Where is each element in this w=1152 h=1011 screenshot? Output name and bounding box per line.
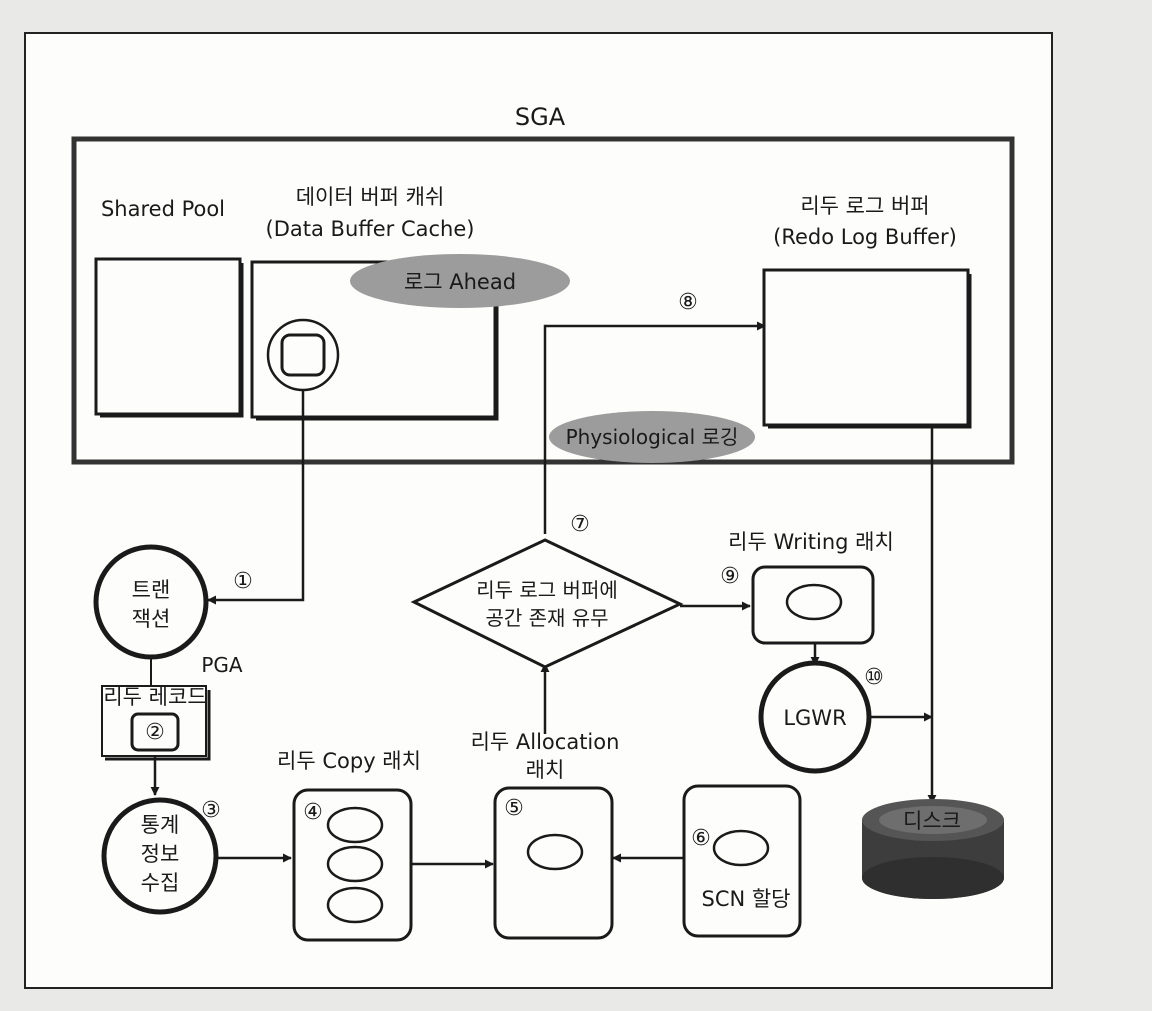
stats-label-1: 통계 (141, 813, 180, 837)
redo-log-buffer-label-ko: 리두 로그 버퍼 (800, 194, 929, 218)
redo-writing-latch-box (751, 565, 875, 645)
physiological-label: Physiological 로깅 (566, 425, 739, 449)
sga-box (71, 136, 1015, 465)
data-buffer-cache-label-en: (Data Buffer Cache) (266, 217, 475, 241)
step-3-marker: ③ (201, 798, 221, 823)
data-buffer-cache-label-ko: 데이터 버퍼 캐쉬 (296, 185, 445, 209)
step-1-marker: ① (233, 569, 253, 594)
arrow-step-1 (207, 390, 305, 605)
redo-copy-latch-label: 리두 Copy 래치 (277, 749, 421, 773)
redo-writing-latch-label: 리두 Writing 래치 (728, 530, 894, 554)
shared-pool-shadow (100, 263, 244, 418)
decision-label-1: 리두 로그 버퍼에 (476, 578, 618, 602)
pga-shadow (105, 690, 211, 761)
disk-label: 디스크 (903, 809, 961, 833)
step-8-marker: ⑧ (678, 290, 698, 315)
writing-latch-slot (785, 583, 843, 621)
transaction-label-1: 트랜 (132, 578, 171, 602)
copy-latch-slot-3 (326, 886, 384, 924)
space-check-decision (410, 538, 684, 669)
shared-pool-box (94, 257, 242, 416)
redo-record-icon (130, 712, 180, 752)
arrow-step-8 (543, 321, 766, 534)
transaction-label-2: 잭션 (132, 607, 171, 631)
sga-title: SGA (515, 103, 566, 131)
lgwr-node (758, 660, 872, 774)
step-5-marker: ⑤ (504, 796, 524, 821)
step-6-marker: ⑥ (691, 826, 711, 851)
scn-slot (712, 829, 770, 867)
log-ahead-ellipse (350, 254, 570, 308)
step-7-marker: ⑦ (570, 512, 590, 537)
redo-log-buffer-label-en: (Redo Log Buffer) (773, 225, 957, 249)
redo-allocation-latch-label-2: 래치 (526, 758, 565, 782)
lgwr-label: LGWR (783, 706, 846, 730)
disk-icon (862, 799, 1004, 899)
data-buffer-cache-box (250, 260, 497, 419)
step-9-marker: ⑨ (720, 564, 740, 589)
copy-latch-slot-2 (326, 845, 384, 883)
copy-latch-slot-1 (326, 806, 384, 844)
log-ahead-label: 로그 Ahead (404, 270, 516, 294)
shared-pool-label: Shared Pool (101, 197, 225, 221)
stats-label-3: 수집 (141, 871, 180, 895)
allocation-latch-slot (526, 833, 584, 871)
buffer-block-icon (280, 333, 326, 377)
stats-label-2: 정보 (141, 842, 180, 866)
scn-box (682, 784, 802, 938)
transaction-node (93, 544, 209, 660)
redo-log-buffer-box (762, 268, 970, 427)
redo-allocation-latch-box (493, 786, 614, 940)
redo-record-label: 리두 레코드 (103, 685, 206, 709)
scn-label: SCN 할당 (701, 887, 790, 911)
decision-label-2: 공간 존재 유무 (485, 606, 608, 630)
stats-node (101, 797, 219, 915)
redo-log-buffer-shadow (768, 274, 972, 429)
pga-label: PGA (201, 653, 243, 677)
step-10-marker: ⑩ (864, 665, 884, 690)
step-2-marker: ② (145, 720, 165, 745)
step-4-marker: ④ (303, 800, 323, 825)
data-buffer-cache-shadow (256, 266, 499, 421)
physiological-ellipse (549, 411, 755, 463)
